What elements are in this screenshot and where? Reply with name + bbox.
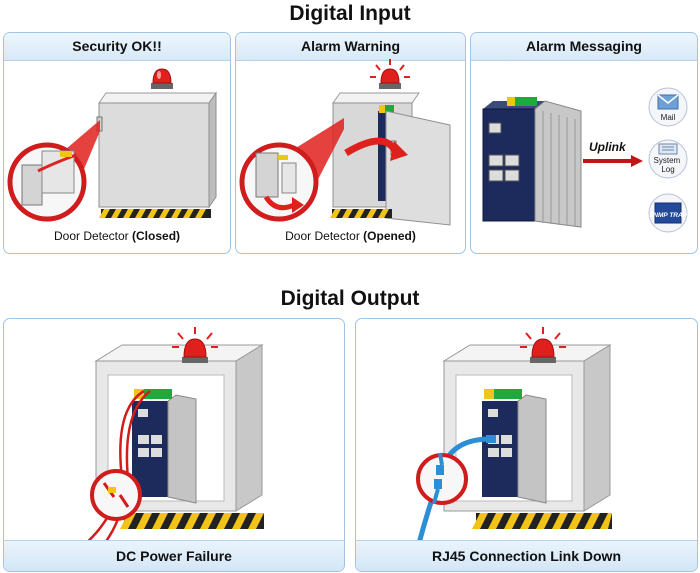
caption-prefix: Door Detector <box>285 229 364 243</box>
system-log-label: System Log <box>654 156 683 174</box>
snmp-trap-label: SNMP TRAP <box>649 212 688 219</box>
caption-state: (Opened) <box>363 229 416 243</box>
magnifier-icon <box>90 469 142 521</box>
panel-title: RJ45 Connection Link Down <box>356 540 697 571</box>
siren-icon <box>520 327 566 363</box>
siren-icon <box>151 68 173 89</box>
magnifier-icon <box>416 452 468 505</box>
uplink-label: Uplink <box>589 140 627 154</box>
door-detector-caption: Door Detector (Opened) <box>236 229 465 243</box>
system-log-label-line-2: Log <box>661 165 674 174</box>
panel-title: Alarm Messaging <box>471 33 697 61</box>
security-ok-panel: Security OK!! Do <box>3 32 231 254</box>
alarm-warning-panel: Alarm Warning <box>235 32 466 254</box>
snmp-trap-icon: SNMP TRAP <box>648 193 688 233</box>
caption-prefix: Door Detector <box>53 229 133 243</box>
messaging-illustration: Uplink Mail System Log SNMP TRAP <box>482 87 688 233</box>
industrial-switch-icon <box>482 97 582 228</box>
door-detector-caption: Door Detector (Closed) <box>4 229 230 243</box>
siren-icon <box>172 327 218 363</box>
dc-power-failure-panel: DC Power Failure <box>3 318 345 572</box>
digital-input-title: Digital Input <box>289 2 411 25</box>
system-log-icon: System Log <box>648 139 688 179</box>
siren-icon <box>370 59 410 89</box>
magnifier-icon <box>239 142 319 222</box>
alarm-messaging-panel: Alarm Messaging Uplink <box>470 32 698 254</box>
closed-door-illustration <box>7 68 217 222</box>
panel-title: Security OK!! <box>4 33 230 61</box>
opened-door-illustration <box>239 59 451 226</box>
power-failure-illustration <box>83 327 264 550</box>
panel-title: DC Power Failure <box>4 540 344 571</box>
magnifier-icon <box>7 142 87 222</box>
link-down-illustration <box>415 327 612 548</box>
rj45-link-down-panel: RJ45 Connection Link Down <box>355 318 698 572</box>
mail-icon: Mail <box>648 87 688 127</box>
digital-output-title: Digital Output <box>280 287 420 310</box>
mail-label: Mail <box>661 113 676 122</box>
caption-state: (Closed) <box>132 229 181 243</box>
panel-title: Alarm Warning <box>236 33 465 61</box>
